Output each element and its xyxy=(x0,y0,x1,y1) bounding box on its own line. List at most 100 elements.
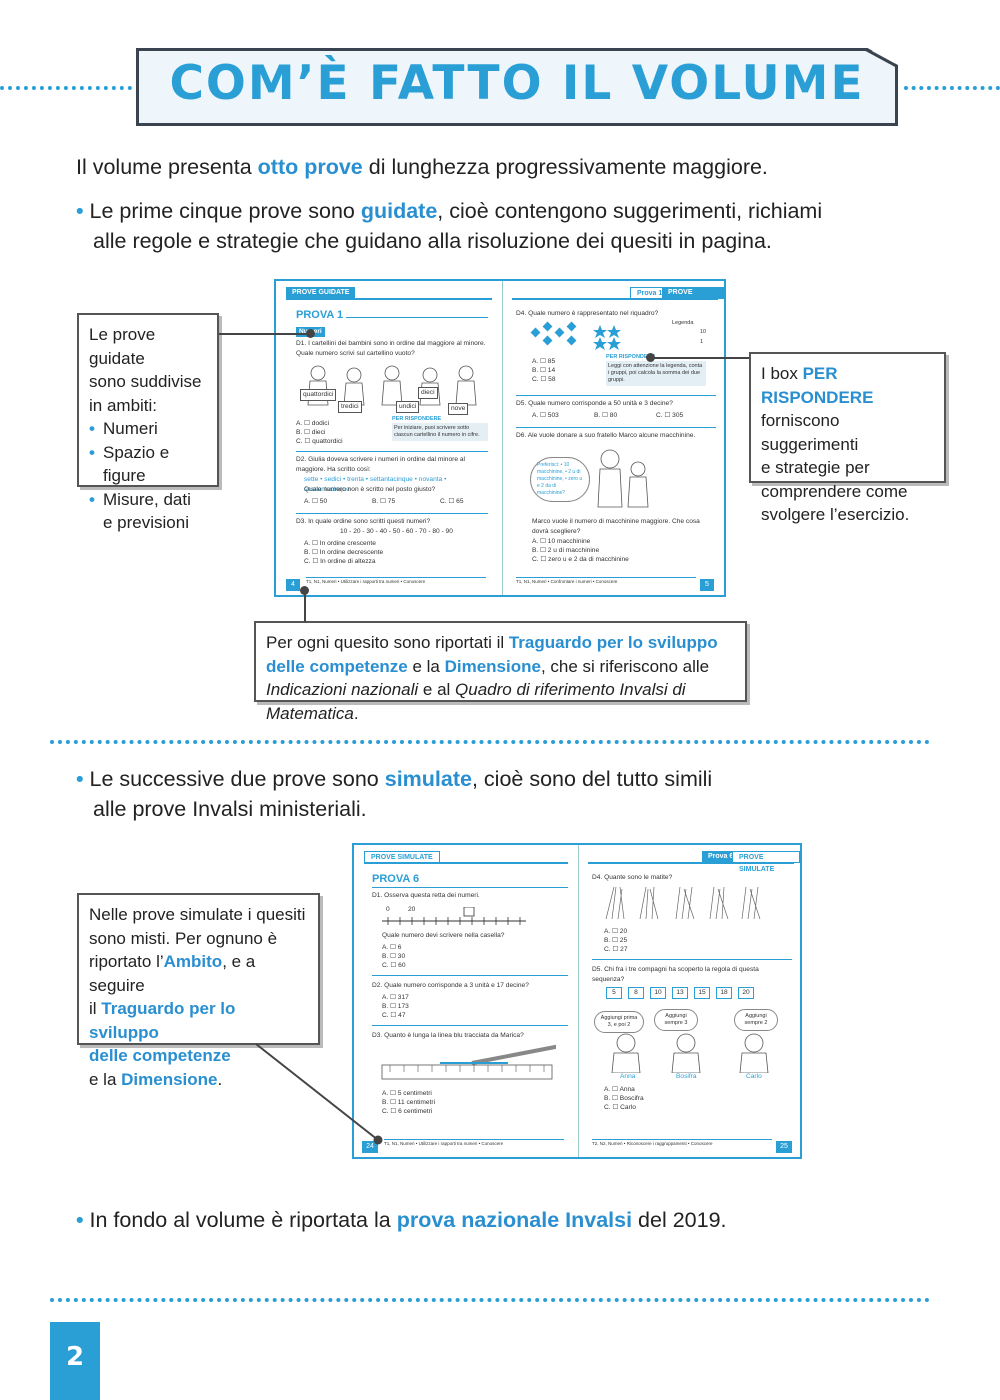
box-line-1: forniscono suggerimenti xyxy=(761,411,859,454)
bullet-simulated: •Le successive due prove sono simulate, … xyxy=(76,764,966,824)
d4-6-opt-b: B. ☐ 25 xyxy=(604,937,628,944)
diamonds-stars-illustration xyxy=(530,321,621,350)
traguardo-it1: Indicazioni xyxy=(266,680,347,699)
d2-option-a: A. ☐ 50 xyxy=(304,498,328,505)
rule6-d5 xyxy=(592,959,792,960)
sim-line-3-post: , e a seguire xyxy=(89,952,256,995)
bubble-bosifra: Aggiungi sempre 3 xyxy=(654,1009,698,1031)
d1-option-a: A. ☐ dodici xyxy=(296,420,330,427)
seq-4: 13 xyxy=(672,987,688,999)
d5-6-opt-a: A. ☐ Anna xyxy=(604,1086,635,1093)
q6-d2: D2. Quale numero corrisponde a 3 unità e… xyxy=(372,982,529,989)
question-d1: D1. I cartellini dei bambini sono in ord… xyxy=(296,340,486,357)
bullet2-post: , cioè sono del tutto simili xyxy=(471,767,713,791)
rule-d5 xyxy=(516,395,716,396)
numberline-0: 0 xyxy=(386,906,390,913)
card-label-2: tredici xyxy=(338,401,362,413)
d6-question: Marco vuole il numero di macchinine magg… xyxy=(532,518,700,535)
footer-rule-left xyxy=(306,577,486,578)
box-line-2: e strategie per xyxy=(761,458,870,477)
callout-per-rispondere: I box PER RISPONDERE forniscono suggerim… xyxy=(749,352,946,524)
number-line xyxy=(382,907,526,925)
page-number-25: 25 xyxy=(776,1141,792,1153)
middle-dots xyxy=(50,740,930,744)
header-left: PROVE GUIDATE xyxy=(286,287,356,299)
header2-right-a: Prova 6 xyxy=(702,851,740,863)
q6-d5: D5. Chi fra i tre compagni ha scoperto l… xyxy=(592,966,759,983)
top-right-dots xyxy=(904,86,1000,90)
d4-option-b: B. ☐ 14 xyxy=(532,367,556,374)
traguardo-and: e al xyxy=(418,680,456,699)
d5-option-b: B. ☐ 80 xyxy=(594,412,618,419)
sim-line-3-pre: riportato l’ xyxy=(89,952,164,971)
speech-bubble: Preferisci: • 10 macchinine, • 2 u di ma… xyxy=(530,457,590,502)
callout-traguardo: Per ogni quesito sono riportati il Tragu… xyxy=(254,621,747,723)
d2-6-opt-c: C. ☐ 47 xyxy=(382,1012,406,1019)
per-rispondere-label-2: PER RISPONDERE xyxy=(606,354,656,360)
bullet1-highlight: guidate xyxy=(360,199,438,223)
d3-6-opt-a: A. ☐ 5 centimetri xyxy=(382,1090,432,1097)
sim-ambito: Ambito xyxy=(163,952,223,971)
d2-option-c: C. ☐ 65 xyxy=(440,498,464,505)
page-number: 2 xyxy=(50,1322,100,1400)
seq-2: 8 xyxy=(628,987,644,999)
rule-d3 xyxy=(296,513,488,514)
rule6-d3 xyxy=(372,1025,568,1026)
card-label-3: undici xyxy=(396,401,420,413)
name-bosifra: Bosifra xyxy=(676,1073,697,1080)
ambito-misure-cont: e previsioni xyxy=(103,513,189,532)
page-title: COM’È FATTO IL VOLUME xyxy=(169,56,865,111)
d1-6-opt-a: A. ☐ 6 xyxy=(382,944,402,951)
box-pre: I box xyxy=(761,364,803,383)
d2-6-opt-b: B. ☐ 173 xyxy=(382,1003,409,1010)
sim-line-2: sono misti. Per ognuno è xyxy=(89,928,278,948)
bullet-guided: •Le prime cinque prove sono guidate, cio… xyxy=(76,196,966,256)
d4-option-c: C. ☐ 58 xyxy=(532,376,556,383)
ambito-misure: Misure, dati xyxy=(89,488,207,512)
intro-pre: Il volume presenta xyxy=(76,155,258,179)
traguardo-it3: Quadro di riferimento Invalsi di Matemat… xyxy=(266,680,686,723)
traguardo-mid: e la xyxy=(407,656,445,676)
q6-d3: D3. Quanto è lunga la linea blu tracciat… xyxy=(372,1032,524,1039)
card-label-4: dieci xyxy=(418,387,438,399)
intro-post: di lunghezza progressivamente maggiore. xyxy=(362,155,768,179)
spread-gutter xyxy=(502,281,503,595)
page-number-24: 24 xyxy=(362,1141,378,1153)
card-label-1: quattordici xyxy=(300,389,337,401)
sim-line-6-post: . xyxy=(217,1069,223,1089)
footer2-right: T2, N2, Numeri • Riconoscere i raggruppa… xyxy=(592,1141,713,1146)
header-right-b: PROVE GUIDATE xyxy=(662,287,724,308)
footer2-rule-right xyxy=(592,1139,772,1140)
legend-10: 10 xyxy=(700,329,707,335)
traguardo-it2: nazionali xyxy=(351,680,419,699)
connector-ambiti-dot xyxy=(306,329,315,338)
three-children-illustration xyxy=(611,1033,769,1073)
d3-option-b: B. ☐ In ordine decrescente xyxy=(304,549,384,556)
seq-5: 15 xyxy=(694,987,710,999)
connector-traguardo xyxy=(304,590,306,622)
rule-d6 xyxy=(516,427,716,428)
traguardo-post: , che si riferiscono alle xyxy=(540,656,710,676)
d1-hint-box: Per iniziare, puoi scrivere sotto ciascu… xyxy=(392,423,488,441)
bullet3-highlight: prova nazionale Invalsi xyxy=(396,1208,633,1232)
callout-ambiti: Le prove guidate sono suddivise in ambit… xyxy=(77,313,219,532)
question-d3: D3. In quale ordine sono scritti questi … xyxy=(296,518,431,525)
footer2-left: T1, N1, Numeri • Utilizzare i rapporti t… xyxy=(384,1141,504,1146)
traguardo-hl3: Dimensione xyxy=(444,656,541,676)
footer-left: T1, N1, Numeri • Utilizzare i rapporti t… xyxy=(306,579,426,584)
box-line-3: comprendere come xyxy=(761,481,908,501)
seq-3: 10 xyxy=(650,987,666,999)
bullet-invalsi: •In fondo al volume è riportata la prova… xyxy=(76,1205,966,1235)
test-title: PROVA 1 xyxy=(296,309,344,321)
question-d6: D6. Ale vuole donare a suo fratello Marc… xyxy=(516,432,696,439)
guided-test-spread: PROVE GUIDATE Prova 1 PROVE GUIDATE PROV… xyxy=(274,279,726,597)
q6-d1: D1. Osserva questa retta dei numeri. xyxy=(372,892,480,899)
d3-sequence: 10 - 20 - 30 - 40 - 50 - 60 - 70 - 80 - … xyxy=(340,528,453,535)
question-d4: D4. Quale numero è rappresentato nel riq… xyxy=(516,310,659,317)
d4-hint-box: Leggi con attenzione la legenda, conta i… xyxy=(606,361,706,386)
sim-line-4-pre: il xyxy=(89,999,102,1018)
header2-right-b: PROVE SIMULATE xyxy=(732,851,800,873)
box-line-4: svolgere l’esercizio. xyxy=(761,505,910,524)
header-rule-left xyxy=(286,298,492,300)
d2-sequence: sette • sedici • trenta • settantacinque… xyxy=(304,476,447,493)
